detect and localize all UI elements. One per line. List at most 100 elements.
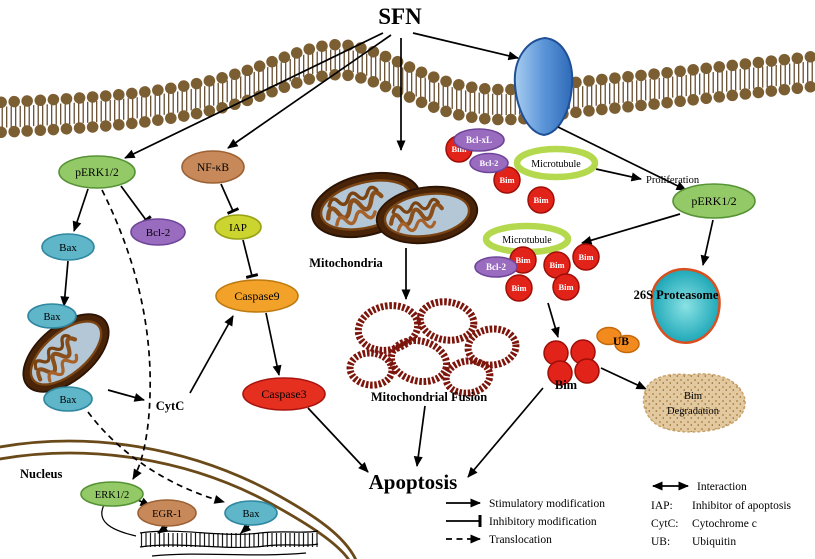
legend-interaction-label: Interaction (697, 481, 747, 493)
caspase3-label: Caspase3 (261, 387, 306, 401)
mitochondrial-fusion-label: Mitochondrial Fusion (371, 390, 487, 404)
legend-stimulatory-label: Stimulatory modification (489, 498, 605, 510)
perk12-left-label: pERK1/2 (75, 167, 119, 179)
apoptosis-label: Apoptosis (369, 470, 458, 494)
fusion-ring (464, 325, 520, 369)
mitochondrial-fusion-network (346, 298, 520, 397)
proteasome-label: 26S Proteasome (634, 288, 719, 302)
dna-hatching (140, 533, 318, 547)
arrow-egr1-to-dna (157, 523, 169, 534)
caspase9-label: Caspase9 (234, 289, 279, 303)
membrane-outer-heads (0, 39, 815, 109)
bcl2-mid-label: Bcl-2 (486, 262, 506, 272)
arrow-bim-to-degradation (600, 367, 647, 390)
bim-cluster-bottom (543, 339, 600, 386)
arrow-mito-to-cytc (107, 389, 145, 402)
fusion-ring (354, 302, 422, 354)
proliferation-label: Proliferation (646, 175, 700, 186)
bim-label: Bim (549, 260, 564, 270)
arrow-perk12left-to-bax (72, 188, 89, 232)
ub-label: UB (613, 336, 629, 348)
dna-top-rail (139, 530, 319, 535)
bim-circle (547, 360, 573, 386)
cell-membrane (0, 39, 815, 139)
bax-mito-top-label: Bax (44, 312, 62, 323)
bcl2-left-node (130, 218, 186, 246)
legend-iap-key: IAP: (651, 500, 673, 512)
bim-circle (574, 358, 600, 384)
bax-nucleus-label: Bax (243, 509, 261, 520)
bax-mito-bottom-label: Bax (60, 395, 78, 406)
ub-circle (614, 334, 640, 354)
erk12-nucleus-label: ERK1/2 (95, 490, 129, 501)
inhibit-nfkb-to-iap (220, 183, 240, 215)
ubiquitin-group: UB (596, 326, 640, 354)
bim-label: Bim (515, 255, 530, 265)
bim-cluster-mid: Bim Bim Bim Bim Bim (505, 243, 600, 302)
legend-modifications: Stimulatory modification Inhibitory modi… (446, 498, 605, 546)
fusion-ring (346, 349, 396, 389)
legend-cytc-value: Cytochrome c (692, 518, 757, 530)
bax-mito-bottom-node (43, 386, 93, 412)
microtubule-mid-label: Microtubule (502, 235, 552, 246)
proteasome-26s-shape (650, 267, 721, 344)
bclxl-node (453, 128, 505, 152)
bim-circle (572, 243, 600, 271)
membrane-tails (0, 49, 815, 128)
iap-node (214, 214, 262, 240)
nucleus-envelope-outer (0, 439, 358, 559)
bcl2-top-label: Bcl-2 (480, 158, 499, 168)
bim-degradation-label-line2: Degradation (667, 406, 720, 417)
legend-ub-key: UB: (651, 536, 670, 548)
arrow-fusion-to-apoptosis (413, 405, 426, 467)
arrow-sfn-to-perk12-left (124, 32, 384, 159)
arrow-caspase9-to-caspase3 (265, 312, 282, 376)
inhibit-perk12-to-bcl2 (120, 185, 152, 225)
fusion-ring (416, 298, 478, 344)
legend-iap-value: Inhibitor of apoptosis (692, 500, 792, 512)
mitochondria-label: Mitochondria (309, 256, 383, 270)
bclxl-label: Bcl-xL (466, 135, 492, 145)
bax-mito-top-node (27, 303, 77, 329)
nucleus-label: Nucleus (20, 467, 63, 481)
nucleus-envelope (0, 439, 358, 559)
bcl2-mid-node (474, 256, 518, 278)
bax-nucleus-node (224, 500, 278, 526)
caspase3-node (242, 377, 326, 411)
arrow-cytc-to-caspase9 (189, 315, 234, 394)
inhibit-iap-to-caspase9 (242, 239, 259, 279)
bim-label: Bim (578, 252, 593, 262)
bim-circle (527, 186, 555, 214)
legend-ub-value: Ubiquitin (692, 536, 736, 548)
bim-label: Bim (511, 283, 526, 293)
cytc-label: CytC (156, 399, 184, 413)
protein-nodes: pERK1/2 Bax Bcl-2 NF-κB IAP Caspase9 Cas… (27, 128, 756, 527)
arrow-bim-to-apoptosis (467, 387, 544, 478)
perk12-right-label: pERK1/2 (691, 194, 736, 208)
microtubule-ring-top (513, 145, 599, 181)
sfn-title: SFN (378, 4, 422, 29)
egr1-label: EGR-1 (152, 509, 182, 520)
membrane-transporter (513, 36, 574, 137)
fusion-ring (442, 357, 494, 397)
arrow-caspase3-to-apoptosis (307, 407, 369, 473)
bim-label: Bim (533, 195, 548, 205)
arrow-perk12right-to-bim-cluster (581, 213, 681, 245)
legend-abbreviations: Interaction IAP: Inhibitor of apoptosis … (651, 481, 792, 548)
fusion-ring (387, 336, 451, 386)
legend-cytc-key: CytC: (651, 518, 678, 530)
arrow-transporter-to-perk12-right (557, 126, 687, 191)
perk12-right-node (672, 183, 756, 219)
membrane-inner-heads (0, 69, 815, 139)
mitochondria-pair (305, 163, 481, 250)
arrow-sfn-to-transporter (412, 32, 519, 61)
legend-translocation-label: Translocation (489, 534, 552, 546)
bim-label: Bim (499, 175, 514, 185)
caspase9-node (215, 279, 299, 313)
bim-degradation-label-line1: Bim (684, 391, 702, 402)
egr1-node (137, 499, 197, 527)
bim-circle (552, 273, 580, 301)
bim-cluster-label: Bim (555, 378, 578, 392)
